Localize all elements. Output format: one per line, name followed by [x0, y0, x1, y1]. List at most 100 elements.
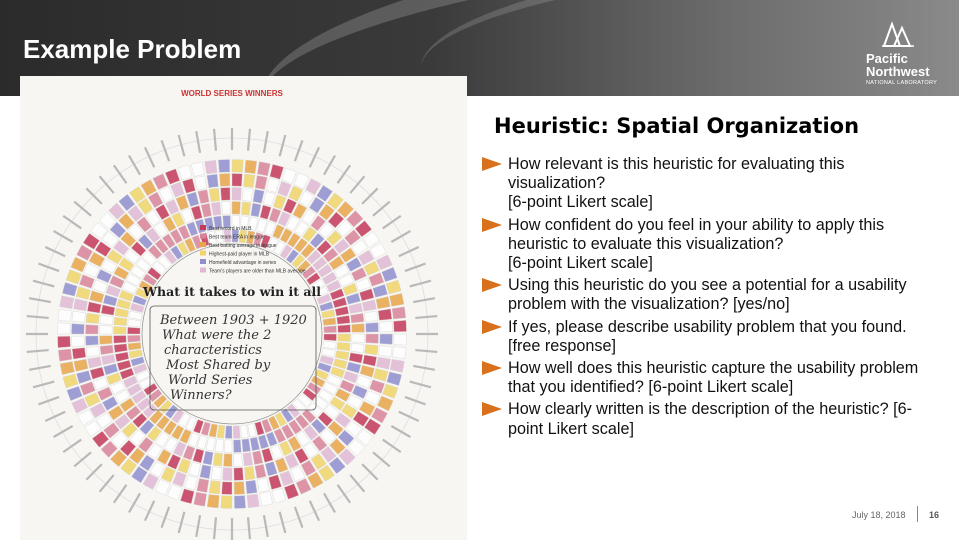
radial-cell	[200, 421, 211, 436]
radial-cell	[127, 327, 141, 335]
radial-cell	[102, 294, 118, 307]
team-label-mark	[128, 155, 141, 176]
radial-cell	[162, 233, 176, 249]
radial-cell	[362, 354, 377, 367]
radial-cell	[333, 238, 350, 254]
radial-cell	[125, 405, 142, 421]
radial-cell	[359, 365, 375, 378]
team-label-mark	[85, 187, 103, 205]
radial-cell	[354, 220, 372, 238]
handwriting-line: World Series	[168, 373, 253, 388]
radial-cell	[378, 345, 393, 358]
radial-cell	[348, 302, 363, 314]
radial-cell	[158, 186, 174, 203]
radial-cell	[59, 295, 75, 309]
radial-cell	[261, 447, 274, 463]
team-label-mark	[73, 200, 92, 217]
radial-cell	[139, 454, 155, 472]
slide-title: Example Problem	[23, 34, 242, 64]
radial-cell	[191, 161, 205, 177]
radial-cell	[93, 376, 109, 391]
radial-cell	[180, 488, 195, 504]
radial-cell	[119, 397, 136, 413]
radial-cell	[165, 199, 180, 215]
radial-cell	[385, 279, 402, 295]
radial-cell	[253, 232, 264, 247]
radial-cell	[193, 419, 204, 434]
radial-cell	[152, 260, 167, 275]
legend-label: Team's players are older than MLB averag…	[209, 269, 306, 275]
radial-cell	[70, 256, 87, 273]
question-item: How relevant is this heuristic for evalu…	[482, 155, 922, 213]
radial-cell	[373, 368, 389, 382]
radial-cell	[113, 316, 128, 326]
radial-cell	[240, 215, 250, 230]
radial-cell	[322, 247, 339, 263]
radial-cell	[259, 204, 272, 220]
team-label-mark	[262, 130, 269, 153]
team-label-mark	[98, 474, 115, 493]
radial-cell	[122, 375, 138, 389]
page-number: 16	[929, 510, 940, 520]
radial-cell	[126, 273, 142, 287]
radial-cell	[178, 412, 191, 428]
radial-cell	[369, 379, 385, 394]
team-label-mark	[246, 128, 252, 151]
radial-cell	[175, 195, 190, 211]
radial-cell	[208, 187, 220, 202]
radial-cell	[130, 356, 145, 367]
team-label-mark	[38, 262, 60, 273]
radial-cell	[273, 428, 287, 444]
radial-cell	[109, 221, 127, 239]
radial-cell	[288, 419, 302, 435]
radial-cell	[334, 388, 351, 402]
radial-cell	[99, 314, 114, 325]
radial-cell	[155, 204, 170, 221]
handwriting-line: Most Shared by	[165, 358, 271, 373]
radial-cell	[162, 216, 177, 232]
radial-cell	[326, 192, 344, 210]
radial-cell	[327, 211, 345, 229]
radial-cell	[332, 297, 348, 309]
radial-cell	[171, 424, 185, 440]
radial-cell	[103, 422, 120, 439]
team-label-mark	[128, 492, 141, 513]
radial-cell	[223, 453, 233, 467]
radial-cell	[73, 298, 88, 312]
radial-cell	[250, 202, 262, 218]
radial-cell	[147, 443, 163, 460]
radial-cell	[138, 234, 154, 250]
radial-cell	[300, 243, 315, 259]
radial-cell	[273, 240, 286, 256]
radial-cell	[129, 429, 146, 446]
radial-cell	[326, 374, 342, 387]
radial-cell	[279, 244, 293, 260]
radial-cell	[204, 217, 215, 232]
radial-cell	[369, 242, 387, 259]
radial-cell	[143, 382, 158, 396]
radial-cell	[350, 313, 365, 324]
radial-cell	[225, 425, 233, 439]
radial-cell	[293, 172, 310, 189]
handwriting-line: What were the 2	[162, 328, 271, 343]
team-label-mark	[323, 492, 336, 513]
radial-cell	[344, 229, 361, 246]
radial-cell	[163, 420, 177, 436]
radial-cell	[84, 420, 102, 437]
radial-cell	[135, 287, 150, 300]
radial-cell	[220, 187, 231, 201]
radial-cell	[122, 281, 138, 294]
radial-cell	[142, 273, 158, 287]
radial-cell	[119, 439, 137, 457]
team-label-mark	[323, 155, 336, 176]
team-label-mark	[38, 395, 60, 406]
radial-cell	[345, 420, 363, 437]
radial-cell	[283, 198, 297, 215]
radial-cell	[343, 370, 359, 384]
radial-cell	[338, 448, 356, 466]
radial-cell	[221, 481, 233, 495]
radial-cell	[362, 231, 380, 248]
question-text: Using this heuristic do you see a potent…	[508, 276, 907, 314]
radial-cell	[132, 363, 148, 375]
radial-cell	[265, 431, 278, 447]
